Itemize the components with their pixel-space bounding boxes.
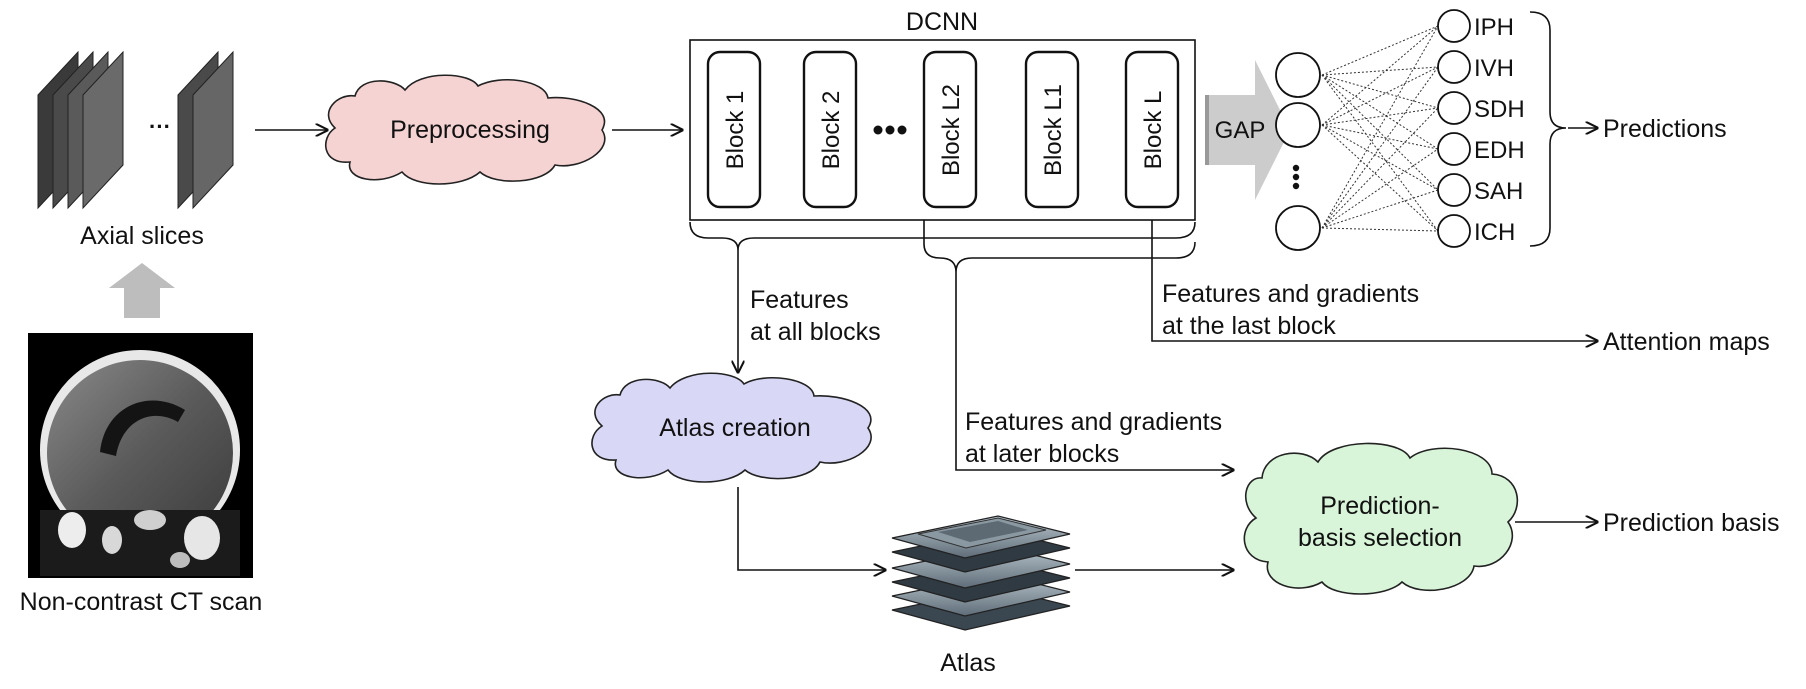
dcnn-title: DCNN xyxy=(906,8,978,36)
predictions-brace xyxy=(1529,11,1567,247)
block-ellipsis xyxy=(873,125,907,135)
output-node xyxy=(1437,50,1471,84)
features-last-label-1: Features and gradients xyxy=(1162,280,1419,308)
dcnn-block-label: Block L1 xyxy=(1040,84,1067,176)
output-label-ich: ICH xyxy=(1474,219,1515,246)
hidden-nodes xyxy=(1275,52,1321,251)
output-label-iph: IPH xyxy=(1474,14,1514,41)
arrow-later-to-basis xyxy=(955,272,1233,470)
hidden-node xyxy=(1275,102,1321,148)
basis-selection-label-2: basis selection xyxy=(1298,524,1462,552)
hidden-node xyxy=(1275,205,1321,251)
preprocessing-cloud xyxy=(325,74,606,185)
features-all-label-1: Features xyxy=(750,286,849,314)
predictions-label: Predictions xyxy=(1603,115,1727,143)
fc-connections xyxy=(1321,25,1439,232)
arrow-atlas-creation-to-atlas xyxy=(737,487,885,570)
output-node xyxy=(1437,91,1471,125)
dcnn-block-l2: Block L2 xyxy=(922,50,978,209)
atlas-creation-cloud xyxy=(591,372,872,483)
brace-later-blocks xyxy=(923,220,1196,273)
prediction-basis-label: Prediction basis xyxy=(1603,509,1779,537)
up-arrow-icon xyxy=(109,263,175,318)
basis-selection-label-1: Prediction- xyxy=(1320,492,1440,520)
axial-slices-icon xyxy=(37,50,234,210)
output-node xyxy=(1437,173,1471,207)
dcnn-block-2: Block 2 xyxy=(802,50,858,209)
atlas-creation-label: Atlas creation xyxy=(659,414,810,442)
dcnn-block-label: Block L xyxy=(1140,91,1167,170)
attention-maps-label: Attention maps xyxy=(1603,328,1770,356)
features-later-label-2: at later blocks xyxy=(965,440,1119,468)
output-node xyxy=(1437,214,1471,248)
features-later-label-1: Features and gradients xyxy=(965,408,1222,436)
dcnn-block-label: Block 1 xyxy=(722,91,749,170)
atlas-label: Atlas xyxy=(940,649,996,677)
arrow-to-attention-maps xyxy=(1151,220,1597,341)
axial-slices-label: Axial slices xyxy=(80,222,204,250)
atlas-stack-icon xyxy=(891,515,1071,631)
output-node xyxy=(1437,9,1471,43)
features-last-label-2: at the last block xyxy=(1162,312,1336,340)
dcnn-block-l: Block L xyxy=(1124,50,1180,209)
dcnn-block-label: Block 2 xyxy=(818,91,845,170)
output-label-ivh: IVH xyxy=(1474,55,1514,82)
output-label-sah: SAH xyxy=(1474,178,1523,205)
features-all-label-2: at all blocks xyxy=(750,318,881,346)
ct-scan-label: Non-contrast CT scan xyxy=(20,588,263,616)
basis-selection-cloud xyxy=(1243,442,1519,595)
preprocessing-label: Preprocessing xyxy=(390,116,550,144)
dcnn-block-1: Block 1 xyxy=(706,50,762,209)
brace-all-blocks xyxy=(689,221,1196,251)
gap-arrow-icon xyxy=(1205,60,1290,200)
ct-scan-image xyxy=(28,333,253,578)
hidden-node xyxy=(1275,52,1321,98)
dcnn-block-l1: Block L1 xyxy=(1024,50,1080,209)
output-label-sdh: SDH xyxy=(1474,96,1525,123)
slice-ellipsis: ··· xyxy=(149,114,171,139)
dcnn-block-label: Block L2 xyxy=(938,84,965,176)
output-node xyxy=(1437,132,1471,166)
output-label-edh: EDH xyxy=(1474,137,1525,164)
output-nodes: IPH IVH SDH EDH SAH ICH xyxy=(1437,9,1525,248)
gap-label: GAP xyxy=(1215,117,1266,144)
